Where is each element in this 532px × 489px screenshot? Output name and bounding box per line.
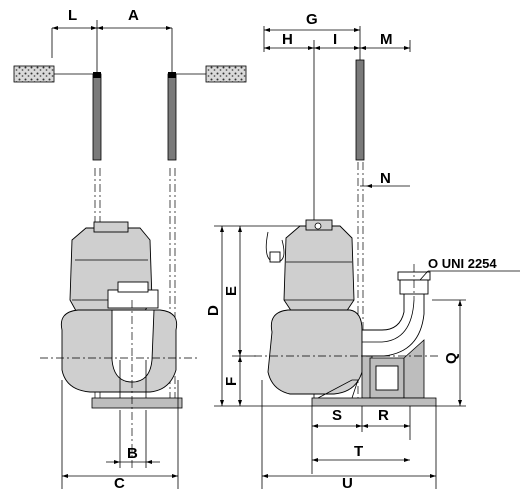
- dim-label-S: S: [332, 407, 342, 424]
- dim-label-C: C: [114, 475, 125, 489]
- dim-label-Q: Q: [443, 352, 460, 364]
- dim-label-M: M: [380, 31, 393, 48]
- dim-label-D: D: [205, 305, 222, 316]
- wall-right: [205, 65, 247, 83]
- dim-label-B: B: [127, 445, 138, 462]
- dim-label-F: F: [223, 377, 240, 386]
- dim-label-L: L: [68, 7, 77, 24]
- dim-label-T: T: [354, 443, 363, 460]
- dim-label-I: I: [333, 31, 337, 48]
- wall-left: [13, 65, 55, 83]
- dim-label-E: E: [223, 286, 240, 296]
- dim-label-U: U: [342, 475, 353, 489]
- flange-note: O UNI 2254: [428, 256, 497, 271]
- dim-label-N: N: [380, 170, 391, 187]
- dim-label-G: G: [306, 11, 318, 28]
- dim-label-A: A: [128, 7, 139, 24]
- dim-label-R: R: [378, 407, 389, 424]
- side-view: G H I M N: [205, 11, 520, 489]
- dim-label-H: H: [282, 31, 293, 48]
- front-view: L A: [13, 7, 247, 489]
